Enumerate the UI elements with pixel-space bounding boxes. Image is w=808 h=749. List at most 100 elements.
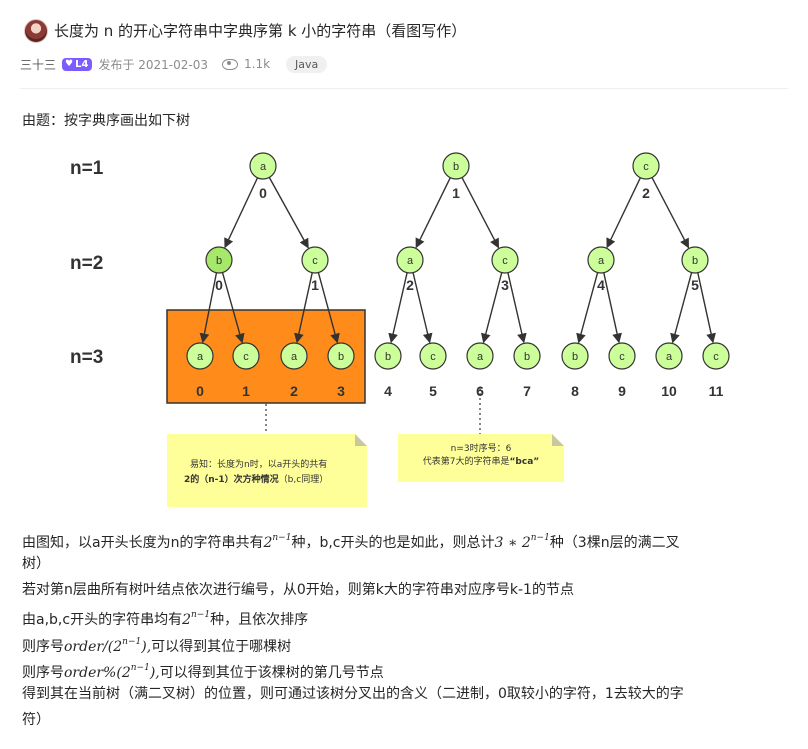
l3-7-index: 7 <box>523 383 531 399</box>
l3-8-letter: b <box>572 351 578 363</box>
edge-root-0-right <box>268 177 309 249</box>
l2-5-node <box>681 246 709 274</box>
note-left-bold: 2的（n-1）次方种情况 <box>184 473 279 485</box>
edge-l2-5-left <box>670 272 693 344</box>
l3-1-node <box>232 342 260 370</box>
l3-7-node <box>513 342 541 370</box>
edge-root-2-right <box>651 177 690 249</box>
p5-math-close: ), <box>149 665 160 681</box>
l2-4-node <box>587 246 615 274</box>
para-1: 由图知，以a开头长度为n的字符串共有2n−1种，b,c开头的也是如此，则总计3 … <box>22 528 680 553</box>
p5-math-exp: n−1 <box>130 663 150 673</box>
p1-text-e: 种（3棵n层的满二叉 <box>549 535 680 551</box>
article-title: 长度为 n 的开心字符串中字典序第 k 小的字符串（看图写作） <box>54 22 467 40</box>
author-name[interactable]: 三十三 <box>20 57 57 72</box>
l2-5-index: 5 <box>691 277 699 293</box>
l2-0-index: 0 <box>215 277 223 293</box>
edge-l2-5-right <box>697 272 716 344</box>
l3-5-node <box>419 342 447 370</box>
level-label-3: n=3 <box>70 347 103 368</box>
l3-0-letter: a <box>197 351 204 363</box>
p1-math-exp2: n−1 <box>530 533 550 543</box>
p4-math: order/(2n−1), <box>64 637 152 655</box>
l2-2-letter: a <box>407 255 414 267</box>
l3-0-node <box>186 342 214 370</box>
note-left-fold <box>355 434 367 446</box>
p5-text-d: 可以得到其位于该棵树的第几号节点 <box>159 665 384 681</box>
l2-3-index: 3 <box>501 277 509 293</box>
p1-text-c: 种，b,c开头的也是如此，则总计 <box>291 535 495 551</box>
l3-4-index: 4 <box>384 383 392 399</box>
intro-text: 由题：按字典序画出如下树 <box>22 113 190 129</box>
root-0-letter: a <box>260 161 267 173</box>
edge-l2-2-right <box>412 272 433 344</box>
note-left-line1: 易知：长度为n时，以a开头的共有 <box>190 458 327 470</box>
l3-4-node <box>374 342 402 370</box>
p3-math-base: 2 <box>182 612 191 628</box>
edge-l2-4-right <box>603 272 622 344</box>
edge-root-2-left <box>606 177 642 249</box>
p3-math-exp: n−1 <box>191 610 211 620</box>
level-label-1: n=1 <box>70 158 104 179</box>
l2-4-letter: a <box>598 255 605 267</box>
l3-2-node <box>280 342 308 370</box>
l3-6-index: 6 <box>476 383 484 399</box>
l2-3-letter: c <box>502 255 508 267</box>
l2-1-node <box>301 246 329 274</box>
l2-0-node <box>205 246 233 274</box>
note-left-rest: （b,c同理） <box>279 474 329 485</box>
note-right-fold <box>552 434 564 446</box>
note-left-line2: 2的（n-1）次方种情况（b,c同理） <box>184 473 328 485</box>
l3-3-letter: b <box>338 351 344 363</box>
note-left <box>167 434 367 507</box>
l3-10-index: 10 <box>661 383 677 399</box>
p4-math-base: order/(2 <box>64 639 123 655</box>
l3-6-node <box>466 342 494 370</box>
p4-math-close: ), <box>141 639 152 655</box>
l3-1-index: 1 <box>242 383 250 399</box>
p1-math-b: 3 ∗ 2n−1 <box>495 533 550 551</box>
view-count: 1.1k <box>244 57 271 71</box>
level-label: L4 <box>75 58 89 70</box>
level-label-2: n=2 <box>70 253 103 274</box>
language-tag[interactable]: Java <box>286 55 328 73</box>
p5-math-base: order%(2 <box>64 665 131 681</box>
p1-text-a: 由图知，以a开头长度为n的字符串共有 <box>22 535 264 551</box>
article-meta: 三十三 ♥L4 发布于 2021-02-03 1.1k Java <box>20 54 328 74</box>
l2-1-letter: c <box>312 255 318 267</box>
l2-3-node <box>491 246 519 274</box>
l3-9-node <box>608 342 636 370</box>
eye-icon <box>222 58 238 70</box>
note-right-line1: n=3时序号：6 <box>451 442 512 454</box>
root-2-node <box>632 152 660 180</box>
l3-11-letter: c <box>713 351 719 363</box>
p5-text-a: 则序号 <box>22 665 64 681</box>
l3-10-letter: a <box>666 351 673 363</box>
p4-text-a: 则序号 <box>22 639 64 655</box>
l2-5-letter: b <box>692 255 698 267</box>
edge-l2-1-right <box>317 272 340 344</box>
edge-l2-0-left <box>199 272 218 344</box>
l2-1-index: 1 <box>311 277 319 293</box>
l3-0-index: 0 <box>196 383 204 399</box>
note-right-text: 代表第7大的字符串是 <box>423 455 510 467</box>
l3-10-node <box>655 342 683 370</box>
avatar[interactable] <box>24 19 48 43</box>
edge-root-1-right <box>461 177 500 249</box>
level-badge: ♥L4 <box>62 57 93 71</box>
para-5: 则序号order%(2n−1),可以得到其位于该棵树的第几号节点 <box>22 658 384 683</box>
l3-3-node <box>327 342 355 370</box>
l3-9-letter: c <box>619 351 625 363</box>
p1-math-a: 2n−1 <box>263 533 291 551</box>
l2-2-node <box>396 246 424 274</box>
para-4: 则序号order/(2n−1),可以得到其位于哪棵树 <box>22 632 291 657</box>
note-right <box>398 434 564 482</box>
root-1-letter: b <box>453 161 459 173</box>
heart-icon: ♥ <box>65 59 74 69</box>
root-1-node <box>442 152 470 180</box>
para-2: 若对第n层曲所有树叶结点依次进行编号，从0开始，则第k大的字符串对应序号k-1的… <box>22 582 574 598</box>
l3-2-index: 2 <box>290 383 298 399</box>
p5-math: order%(2n−1), <box>64 663 160 681</box>
para-1-cont: 树） <box>22 556 50 572</box>
